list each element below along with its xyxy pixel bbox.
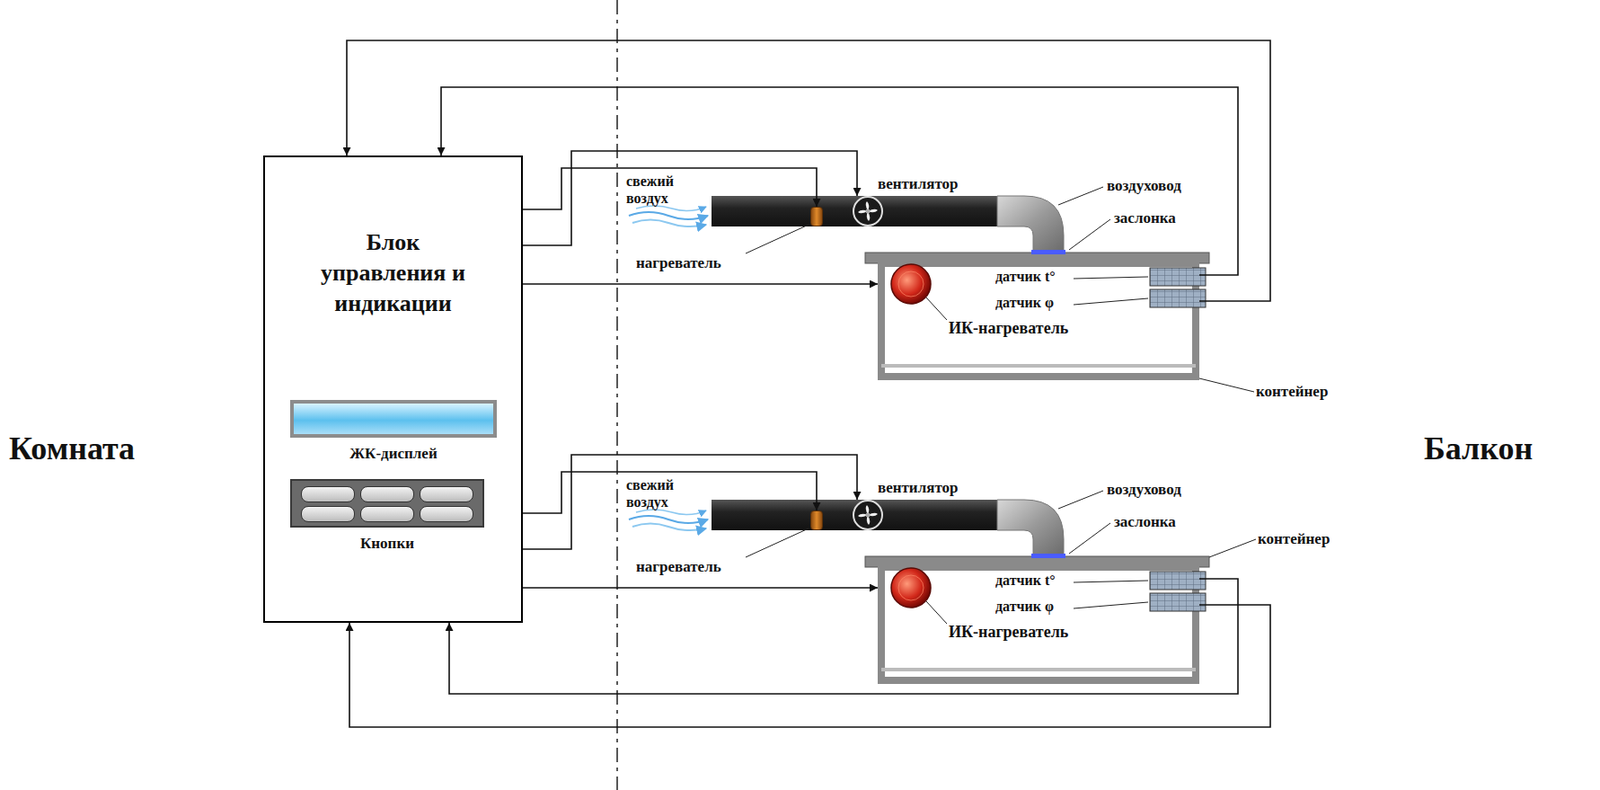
fan-blades [854, 501, 882, 529]
button [360, 486, 415, 503]
signal-wire [522, 282, 878, 285]
part-label: воздуховод [1106, 480, 1182, 499]
button [419, 505, 474, 522]
node-text: Кнопки [291, 534, 483, 553]
signal-wire [449, 578, 1238, 694]
node-text: датчик φ [995, 597, 1054, 616]
signal-wire [522, 471, 817, 513]
control-block: Блок управления и индикацииЖК-дисплейКно… [263, 155, 523, 623]
heater: нагреватель [810, 510, 823, 531]
part-label: контейнер [1257, 530, 1330, 549]
button [300, 505, 355, 522]
part-label: Балкон [1423, 429, 1533, 468]
button [360, 505, 415, 522]
node-text: нагреватель [636, 254, 722, 273]
node-text: вентилятор [877, 175, 958, 194]
heater: нагреватель [810, 206, 823, 227]
signal-wire [349, 604, 1271, 727]
node-text: Блок управления и индикации [265, 227, 522, 319]
lcd-display: ЖК-дисплей [290, 399, 497, 438]
signal-wire [522, 586, 878, 589]
part-label: контейнер [1255, 382, 1328, 401]
part-label: свежий воздух [626, 172, 700, 207]
node-text: датчик t° [995, 267, 1056, 286]
node-text: нагреватель [636, 557, 722, 576]
node-text: ИК-нагреватель [948, 622, 1069, 641]
signal-wire [522, 150, 858, 246]
signal-wire [522, 454, 858, 549]
part-label: заслонка [1113, 512, 1176, 531]
node-text: датчик t° [995, 571, 1056, 590]
fan: вентилятор [852, 499, 884, 531]
signal-wire [522, 167, 817, 210]
node-text: ИК-нагреватель [948, 318, 1069, 337]
part-label: Комната [8, 429, 135, 468]
node-text: вентилятор [877, 478, 958, 497]
button-panel: Кнопки [290, 478, 485, 528]
part-label: воздуховод [1106, 176, 1182, 195]
button [300, 486, 355, 503]
signal-wire [441, 87, 1238, 275]
container: датчик t° датчик φ ИК-нагреватель [877, 263, 1200, 381]
part-label: заслонка [1113, 209, 1176, 228]
button [419, 486, 474, 503]
fan-blades [854, 197, 882, 225]
container: датчик t° датчик φ ИК-нагреватель [877, 566, 1200, 684]
fan: вентилятор [852, 195, 884, 227]
node-text: датчик φ [995, 293, 1054, 312]
node-text: ЖК-дисплей [272, 444, 515, 463]
part-label: свежий воздух [626, 476, 700, 511]
